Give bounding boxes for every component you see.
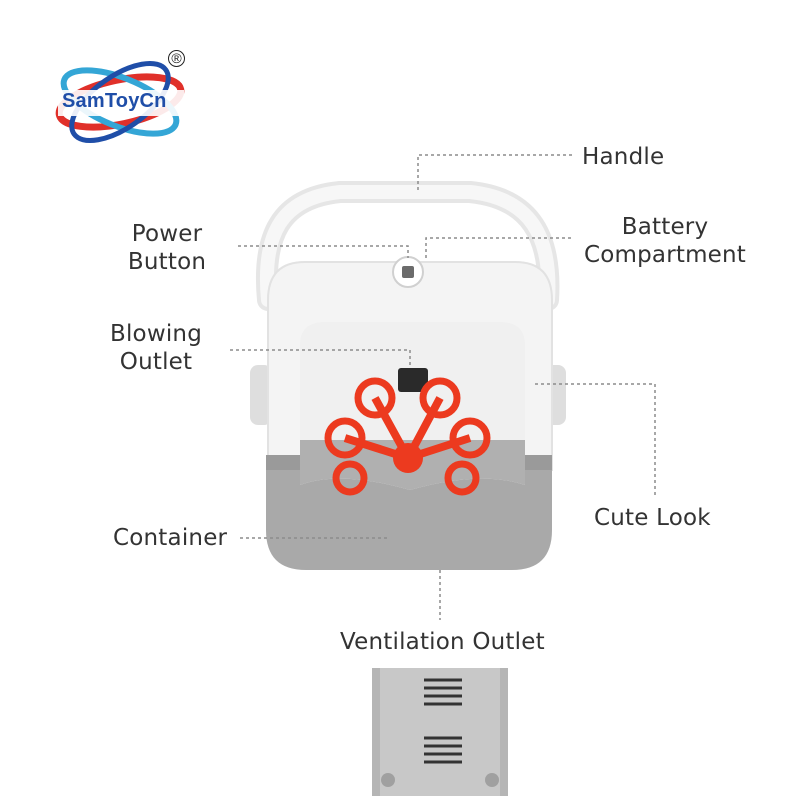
label-handle: Handle [582,144,665,170]
label-blowing-line2: Outlet [119,349,193,375]
logo-text: SamToyCn [62,90,167,112]
label-blowing-line1: Blowing [109,321,203,347]
label-battery-line2: Compartment [583,242,747,268]
label-ventilation-outlet: Ventilation Outlet [340,629,545,655]
label-battery-line1: Battery [621,214,709,240]
label-container: Container [113,525,228,551]
ventilation-inset-image [372,668,508,796]
label-battery-compartment: Battery Compartment [580,213,750,269]
samtoycn-logo: SamToyCn ® [50,50,200,150]
bubble-wand [324,377,491,496]
blowing-outlet-slot [398,368,428,392]
label-cute-look: Cute Look [594,505,711,531]
label-power-button-line2: Button [127,249,207,275]
logo-orbit-icon [55,60,185,144]
registered-mark: ® [168,50,185,67]
label-power-button-line1: Power [131,221,203,247]
leader-lines [230,154,656,620]
label-blowing-outlet: Blowing Outlet [104,320,208,376]
label-power-button: Power Button [122,220,212,276]
